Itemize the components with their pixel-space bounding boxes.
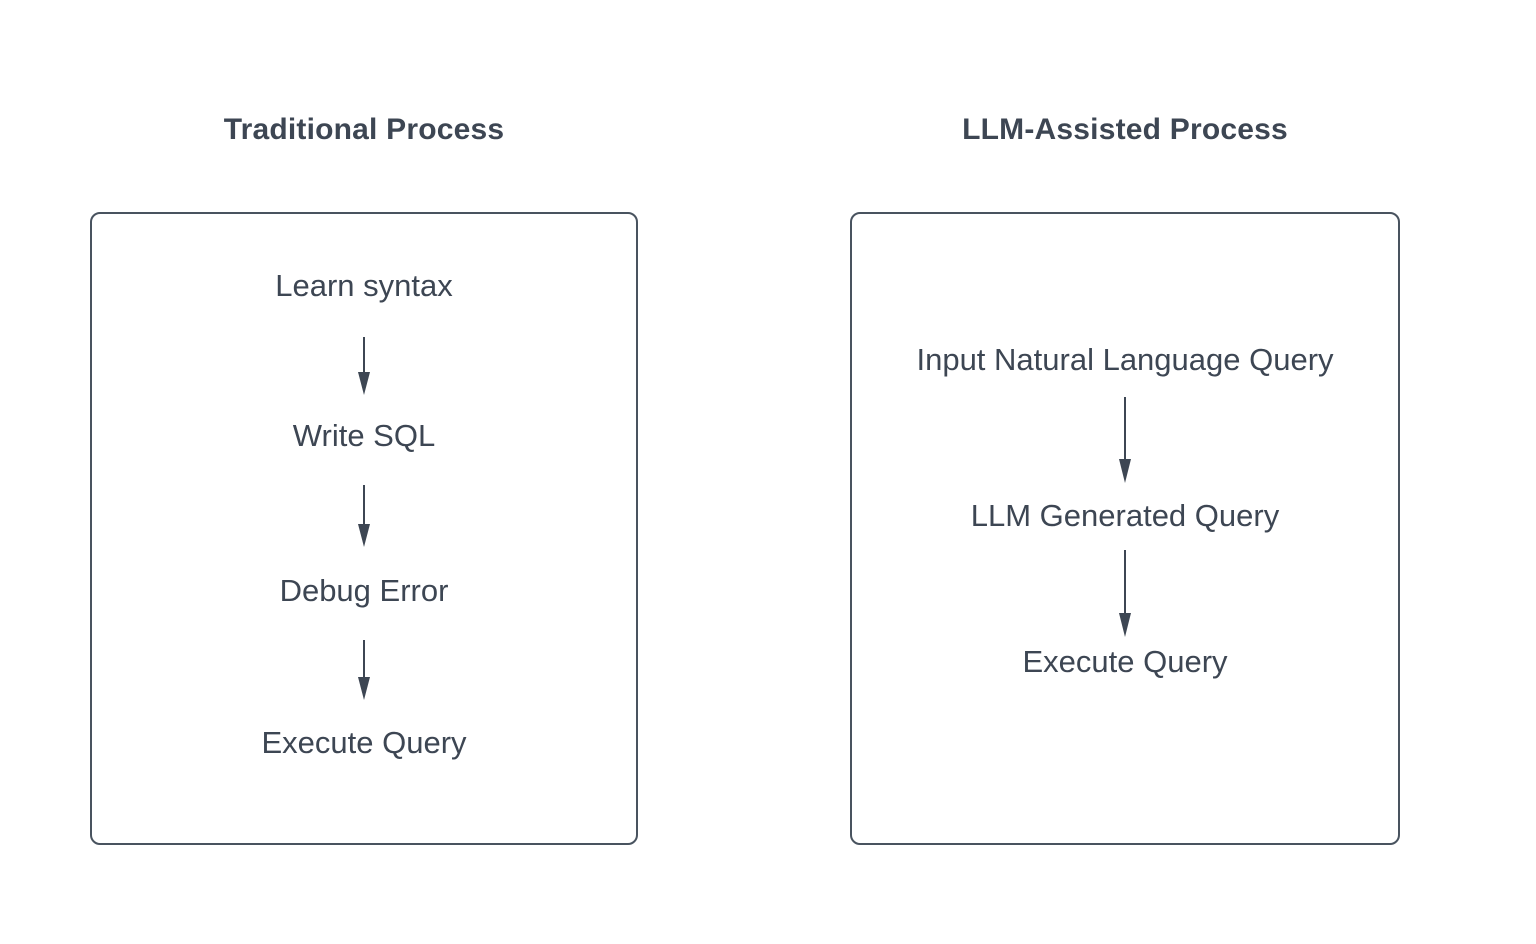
flow-step-learn-syntax: Learn syntax <box>275 268 453 303</box>
flow-step-execute-query: Execute Query <box>261 725 467 760</box>
flow-step-debug-error: Debug Error <box>279 573 449 608</box>
flow-step-write-sql: Write SQL <box>292 418 436 453</box>
arrow-down-icon <box>356 640 372 700</box>
right-panel-title: LLM-Assisted Process <box>962 113 1288 146</box>
arrow-down-icon <box>1117 550 1133 637</box>
flow-step-execute-query: Execute Query <box>1022 644 1228 679</box>
arrow-down-icon <box>1117 397 1133 483</box>
flow-step-input-natural-language-query: Input Natural Language Query <box>916 342 1334 377</box>
left-panel-title: Traditional Process <box>223 113 505 146</box>
arrow-down-icon <box>356 485 372 547</box>
arrow-down-icon <box>356 337 372 395</box>
left-process-box: Learn syntax Write SQL Debug Error Execu… <box>90 212 638 845</box>
right-process-box: Input Natural Language Query LLM Generat… <box>850 212 1400 845</box>
flow-step-llm-generated-query: LLM Generated Query <box>970 498 1280 533</box>
